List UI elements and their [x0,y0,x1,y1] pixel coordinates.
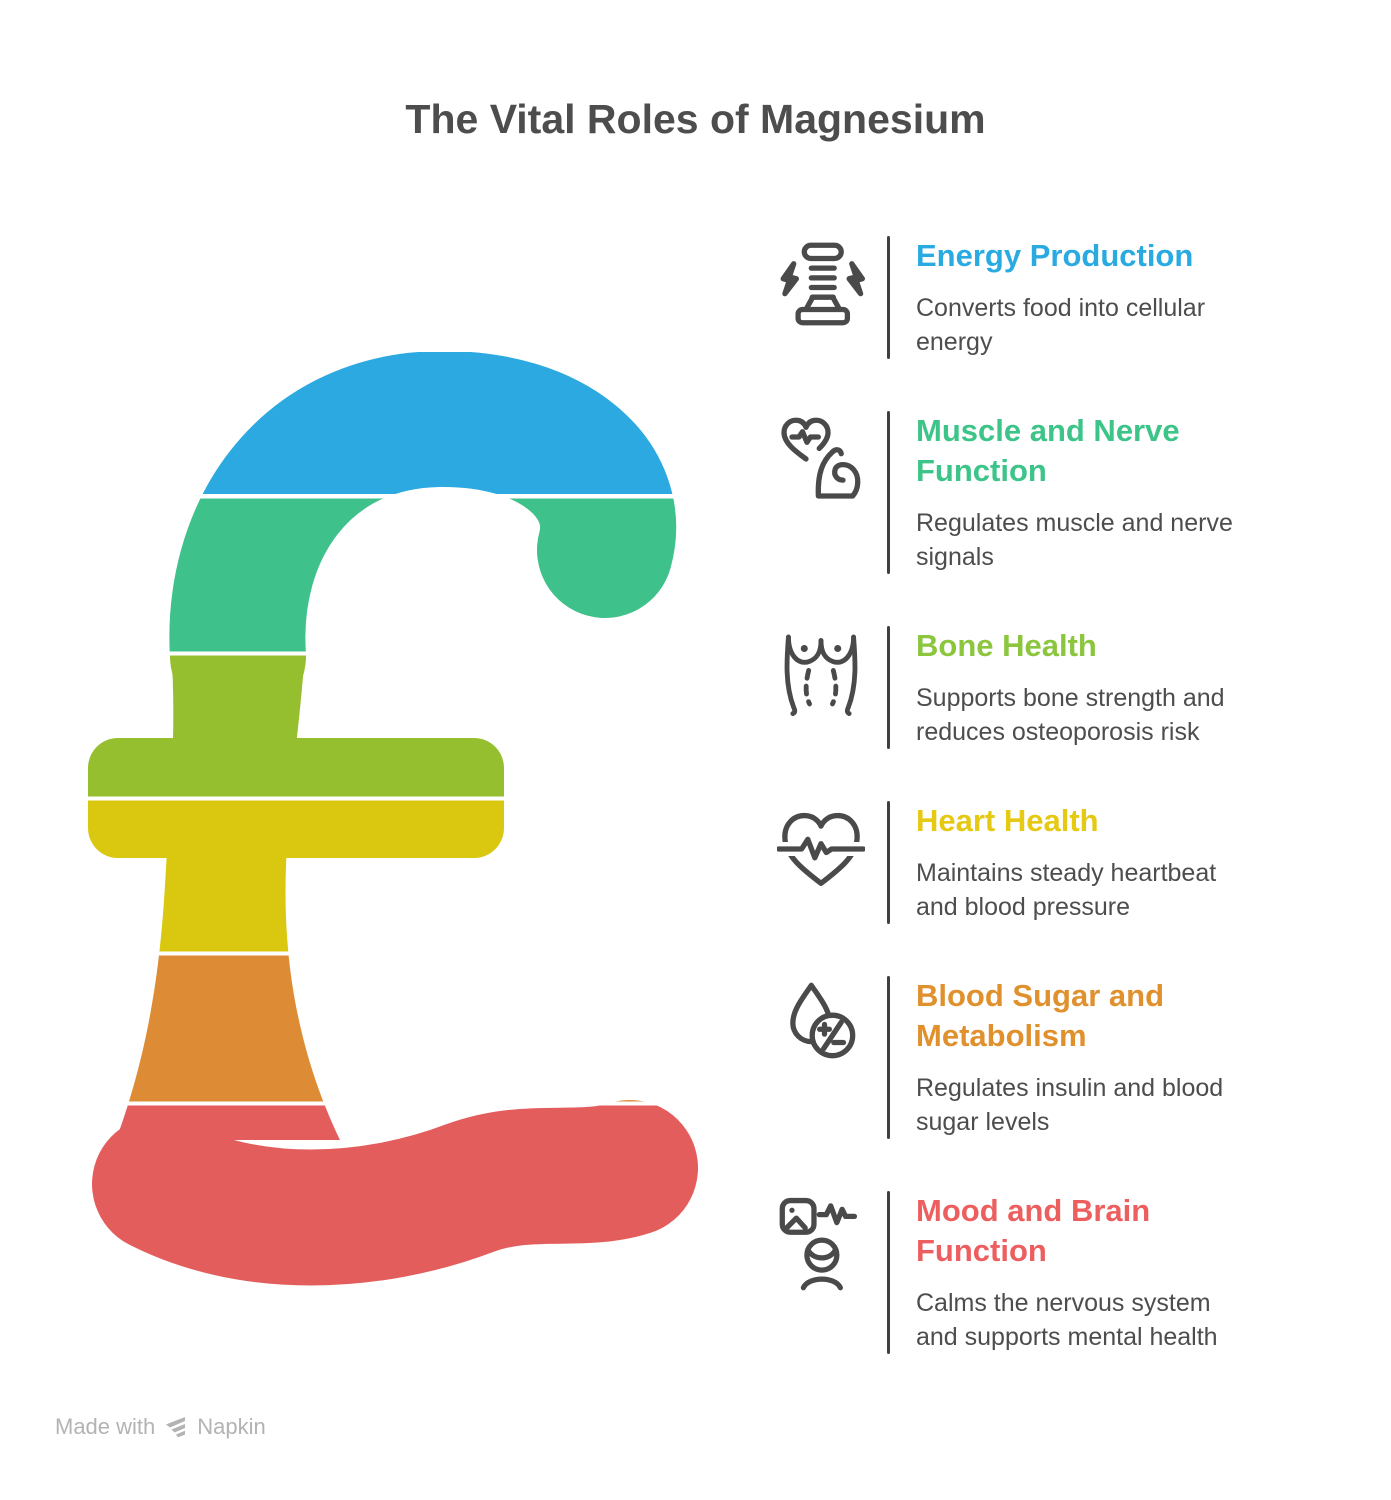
blood-sugar-icon [775,976,867,1139]
pound-band-muscle [58,498,718,652]
item-divider [887,625,890,749]
item-divider [887,236,890,359]
pound-band-sugar [58,955,718,1102]
pound-band-energy [58,352,718,494]
item-heading-heart: Heart Health [916,802,1099,838]
item-description-mood: Calms the nervous system and supports me… [916,1288,1218,1351]
pound-band-heart [58,800,718,952]
item-divider [887,410,890,574]
list-item-bone-health: Bone Health Supports bone strength and r… [775,625,1295,749]
roles-list: Energy Production Converts food into cel… [775,236,1295,1354]
napkin-logo-icon [166,1417,186,1438]
energy-production-icon [775,236,867,359]
footer: Made with Napkin [55,1414,266,1440]
list-item-muscle-nerve: Muscle and Nerve Function Regulates musc… [775,410,1295,574]
item-description-muscle-nerve: Regulates muscle and nerve signals [916,508,1233,571]
item-heading-energy: Energy Production [916,238,1194,273]
item-heading-muscle-nerve: Muscle and Nerve Function [916,412,1180,488]
list-item-energy-production: Energy Production Converts food into cel… [775,236,1295,359]
item-divider [887,1190,890,1354]
item-description-bone: Supports bone strength and reduces osteo… [916,683,1225,746]
heart-health-icon [775,801,867,924]
pound-band-bone [58,655,718,797]
brand-label: Napkin [197,1414,266,1439]
pound-symbol-graphic [58,328,718,1328]
item-description-heart: Maintains steady heartbeat and blood pre… [916,858,1217,921]
mood-brain-icon [775,1191,867,1354]
item-divider [887,800,890,924]
item-heading-mood: Mood and Brain Function [916,1192,1151,1268]
bone-health-icon [775,626,867,749]
muscle-nerve-icon [775,411,867,574]
pound-band-mood [58,1105,718,1291]
list-item-mood-brain: Mood and Brain Function Calms the nervou… [775,1190,1295,1354]
list-item-heart-health: Heart Health Maintains steady heartbeat … [775,800,1295,924]
item-heading-blood-sugar: Blood Sugar and Metabolism [916,977,1164,1053]
item-divider [887,975,890,1139]
item-heading-bone: Bone Health [916,627,1097,663]
page-title: The Vital Roles of Magnesium [405,96,986,142]
pound-symbol-svg [58,352,718,1291]
item-description-blood-sugar: Regulates insulin and blood sugar levels [916,1073,1224,1136]
item-description-energy: Converts food into cellular energy [916,293,1206,356]
made-with-label: Made with [55,1414,156,1439]
list-item-blood-sugar: Blood Sugar and Metabolism Regulates ins… [775,975,1295,1139]
